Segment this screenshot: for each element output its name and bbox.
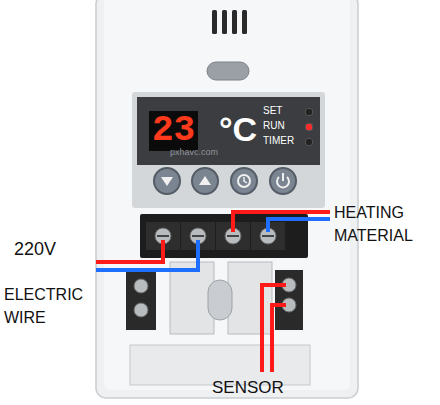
clock-hands: [244, 177, 247, 183]
heating-wire: [233, 212, 330, 232]
power-button: [270, 168, 296, 194]
housing: [96, 0, 358, 398]
relay-module: [228, 262, 272, 334]
status-label: RUN: [263, 120, 285, 131]
sensor-terminal: [275, 270, 303, 330]
display-panel: 23 °C SET RUN TIMER: [137, 97, 320, 165]
screw-slot: [262, 235, 274, 237]
status-label: SET: [263, 105, 282, 116]
unit-symbol: °C: [219, 111, 257, 148]
clock-icon: [238, 175, 250, 187]
mount-hole: [207, 62, 249, 80]
screw-slot: [157, 235, 169, 237]
vent-slot: [222, 10, 227, 34]
center-slot: [208, 280, 232, 320]
live-wire: [96, 240, 163, 262]
timer-button: [231, 168, 257, 194]
neutral-wire: [96, 240, 198, 270]
up-icon: [199, 176, 211, 185]
sensor-label: SENSOR: [212, 376, 332, 401]
terminal-screw: [134, 279, 148, 293]
up-button: [192, 168, 218, 194]
down-button: [154, 168, 180, 194]
relay-module: [170, 262, 214, 334]
vent-slot: [242, 10, 247, 34]
heating-label: HEATING MATERIAL: [334, 201, 438, 247]
status-label: TIMER: [263, 135, 294, 146]
housing-face: [104, 0, 350, 390]
side-terminal: [126, 268, 156, 330]
down-icon: [161, 177, 173, 186]
vent-slot: [232, 10, 237, 34]
vent-slot: [212, 10, 217, 34]
temperature-readout: 23: [149, 111, 198, 151]
wire-label: ELECTRIC WIRE: [4, 283, 96, 329]
terminal-screw: [134, 303, 148, 317]
power-icon: [282, 173, 284, 181]
panel-bezel: [132, 92, 325, 208]
heating-wire: [268, 219, 330, 232]
indicator-led: [305, 108, 313, 116]
sensor-wire: [262, 285, 286, 372]
watermark: pxhavc.com: [170, 146, 270, 159]
screw-slot: [192, 235, 204, 237]
voltage-label: 220V: [14, 236, 84, 262]
indicator-led: [305, 138, 313, 146]
sensor-wire: [272, 305, 286, 372]
screw-slot: [227, 235, 239, 237]
indicator-led: [305, 123, 313, 131]
